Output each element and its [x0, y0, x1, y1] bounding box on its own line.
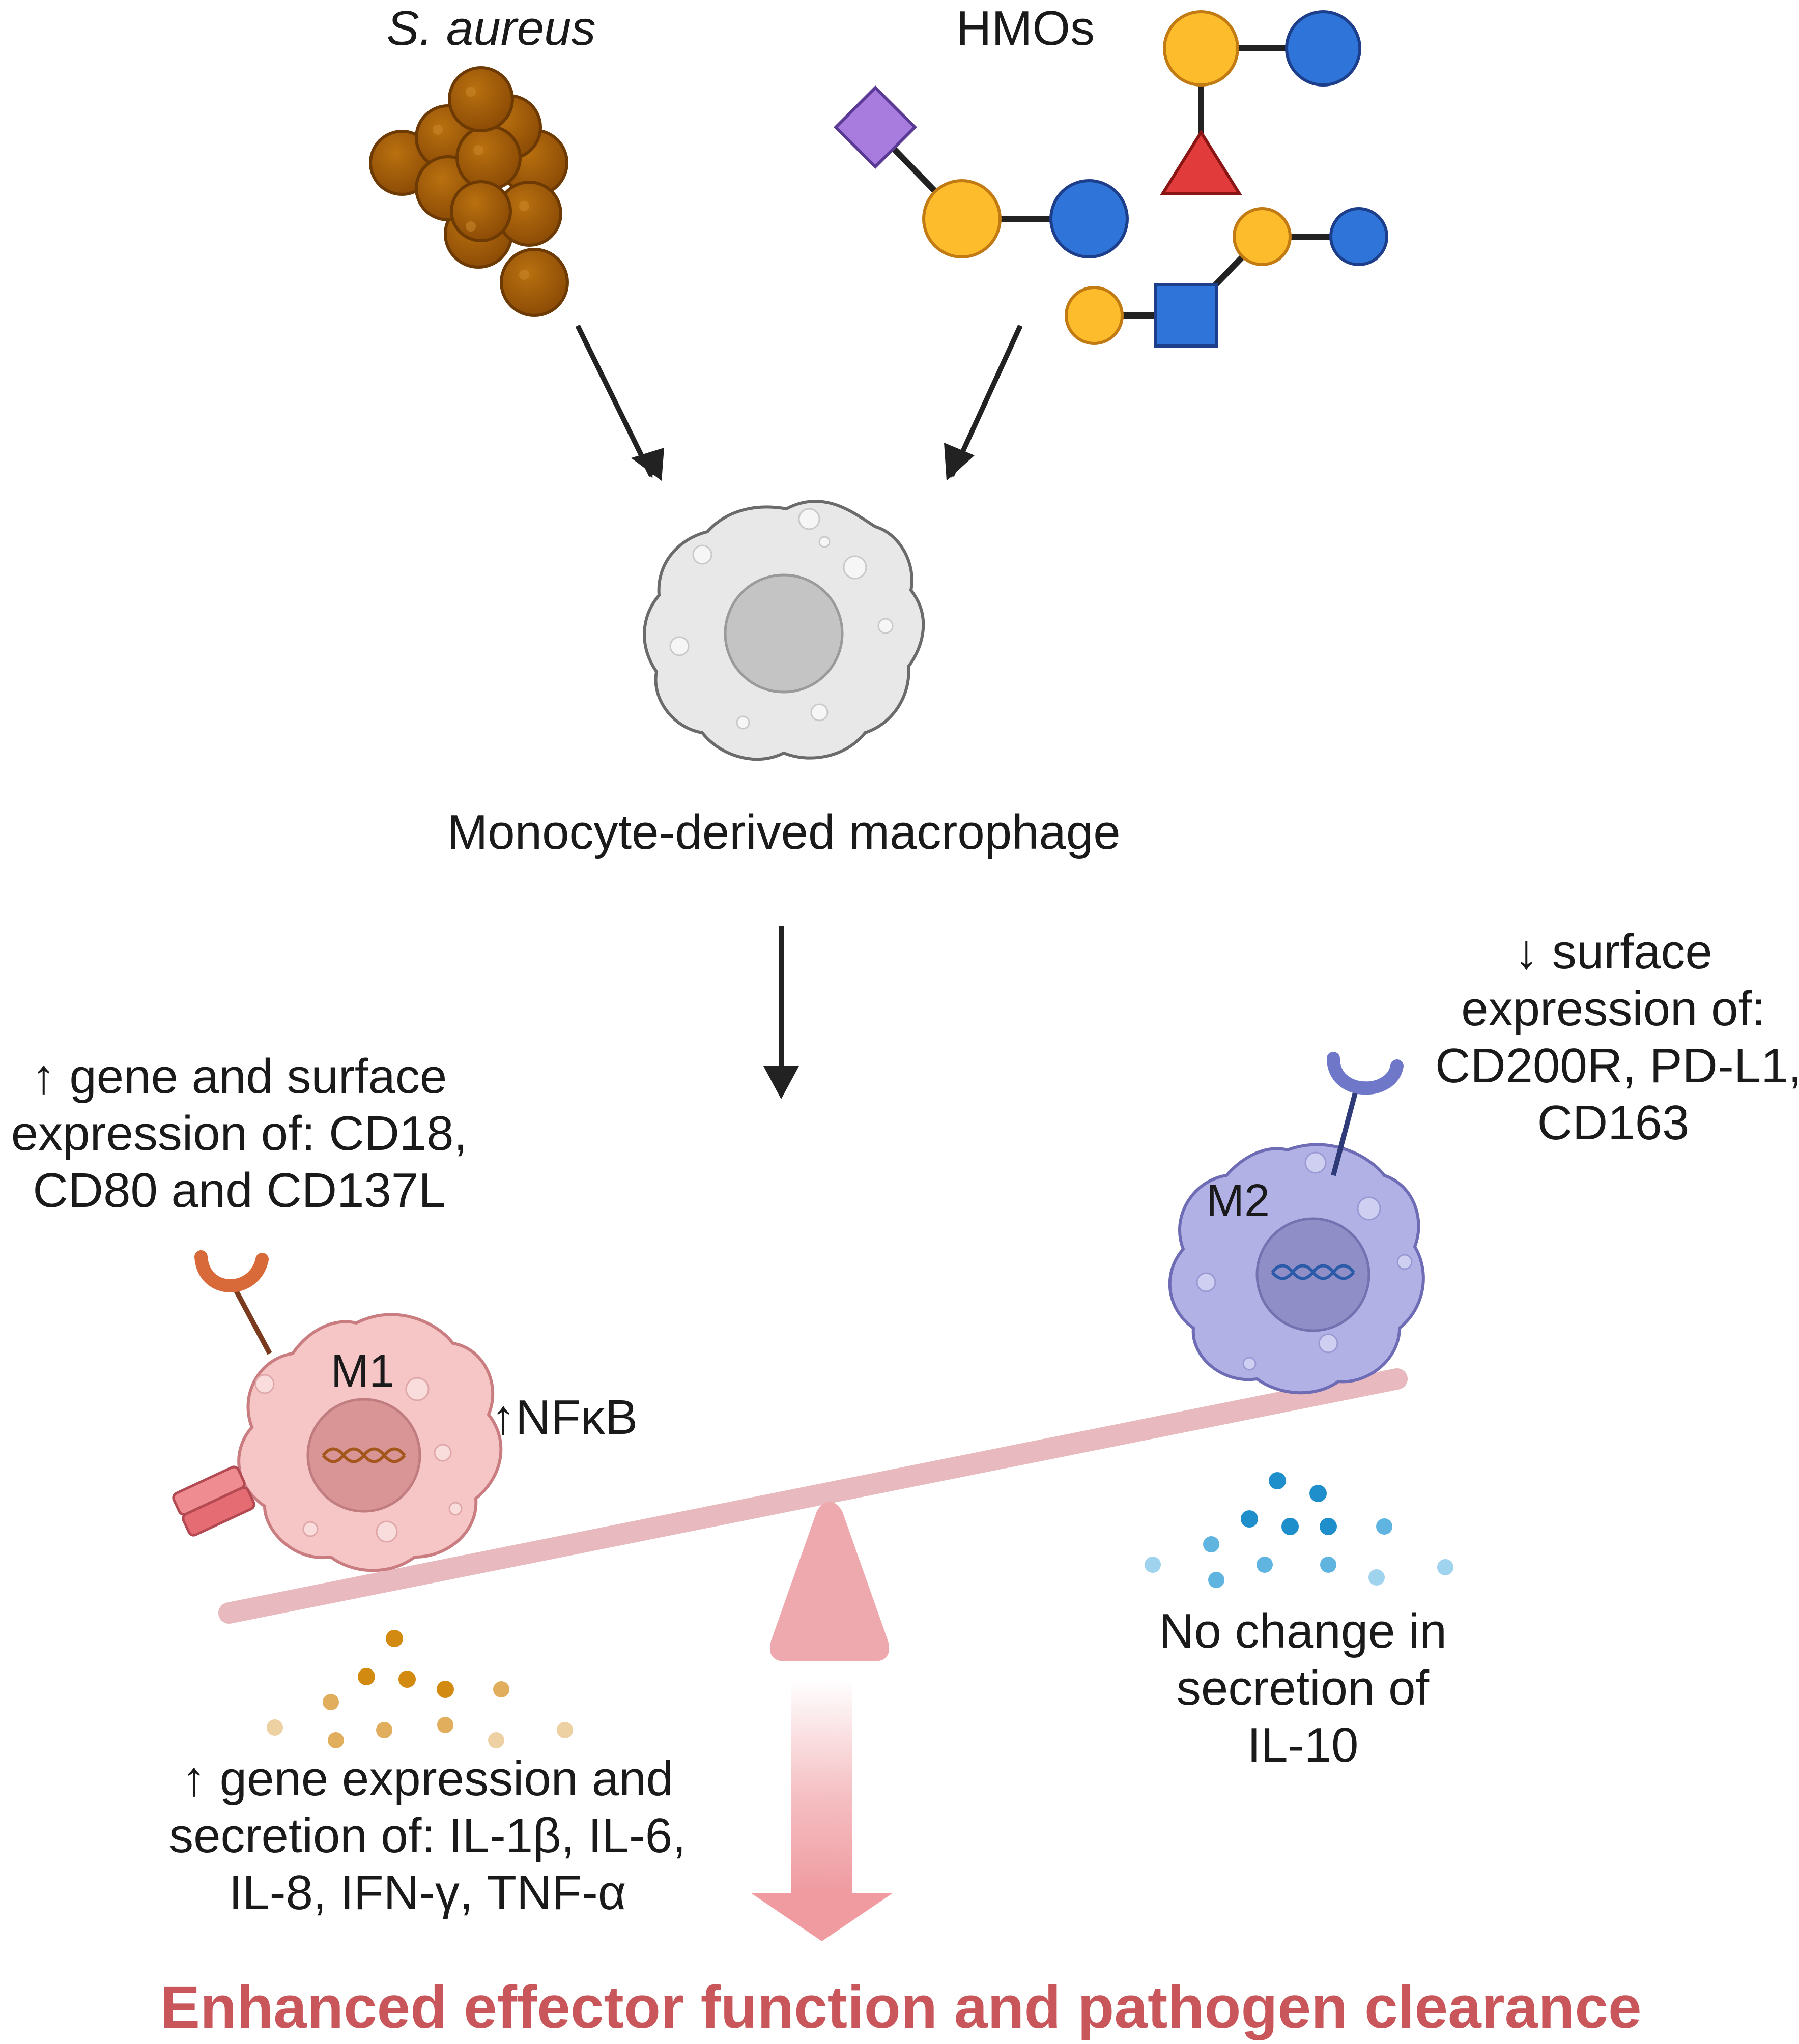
m1-secretion-text: ↑ gene expression and secretion of: IL-1… — [132, 1750, 723, 1921]
m1-surface-text: ↑ gene and surface expression of: CD18, … — [0, 1048, 478, 1219]
m2-tag: M2 — [1206, 1175, 1270, 1226]
glucose-circle — [1049, 179, 1129, 258]
dna-icon — [1271, 1264, 1355, 1280]
m1-surface-line: expression of: CD18, — [11, 1106, 468, 1161]
bacterium — [500, 248, 569, 317]
m2-surface-line: CD200R, PD-L1, — [1435, 1039, 1799, 1093]
m2-nucleus — [1255, 1217, 1370, 1332]
macrophage-label: Monocyte-derived macrophage — [447, 805, 1121, 859]
macrophage-nucleus — [724, 573, 844, 694]
m1-receptor-icon — [194, 1250, 269, 1292]
galactose-circle — [1233, 207, 1292, 266]
bacterium — [448, 66, 514, 132]
fucose-triangle — [1160, 129, 1242, 195]
m2-receptor-icon — [1327, 1052, 1404, 1095]
m1-surface-line: ↑ gene and surface — [31, 1049, 447, 1104]
m2-secretion-text: No change in secretion of IL-10 — [1120, 1603, 1486, 1774]
m1-macrophage — [172, 1250, 503, 1572]
m2-secretion-line: IL-10 — [1247, 1718, 1359, 1772]
m1-surface-line: CD80 and CD137L — [33, 1163, 446, 1218]
m2-surface-text: ↓ surface expression of: CD200R, PD-L1, … — [1435, 924, 1799, 1151]
s-aureus-cluster — [369, 66, 569, 317]
m1-secretion-line: secretion of: IL-1β, IL-6, — [169, 1808, 686, 1863]
outcome-arrow — [751, 1679, 893, 1941]
m2-macrophage — [1168, 1052, 1425, 1395]
outcome-title: Enhanced effector function and pathogen … — [160, 1974, 1642, 2041]
dna-icon — [322, 1447, 406, 1463]
glucose-circle — [1329, 207, 1388, 266]
hmo-label: HMOs — [956, 1, 1095, 55]
glcnac-square — [1154, 283, 1218, 348]
seesaw-fulcrum — [769, 1502, 890, 1661]
macrophage-cell — [643, 500, 925, 761]
bacteria-label: S. aureus — [386, 1, 596, 55]
hmo-monosaccharides — [833, 10, 1388, 348]
m1-cytokines — [267, 1630, 573, 1748]
seesaw-beam — [218, 1368, 1408, 1624]
m2-cytokines — [1145, 1472, 1453, 1588]
galactose-circle — [1163, 10, 1239, 87]
galactose-circle — [1065, 286, 1124, 345]
galactose-circle — [922, 179, 1002, 258]
m2-surface-line: CD163 — [1537, 1096, 1690, 1150]
m1-tag: M1 — [331, 1346, 395, 1397]
m2-secretion-line: secretion of — [1176, 1661, 1430, 1715]
bacterium — [450, 180, 512, 242]
arrow-bacteria-to-macrophage — [575, 324, 654, 478]
sialic-acid-diamond — [833, 85, 918, 169]
nfkb-label: ↑NFκB — [491, 1390, 638, 1445]
m1-secretion-line: ↑ gene expression and — [182, 1751, 673, 1806]
bacterium — [455, 125, 522, 191]
bacteria-highlights — [433, 87, 529, 280]
m2-surface-line: ↓ surface — [1514, 925, 1712, 979]
arrowhead-shapes — [631, 443, 975, 1099]
m1-secretion-line: IL-8, IFN-γ, TNF-α — [229, 1865, 626, 1920]
m2-surface-line: expression of: — [1461, 982, 1765, 1036]
m2-receptor-stalk — [1331, 1088, 1359, 1176]
m1-receptor-stalk — [229, 1281, 272, 1355]
m2-secretion-line: No change in — [1159, 1604, 1447, 1658]
m1-ion-channel-icon — [172, 1465, 255, 1537]
glucose-circle — [1285, 10, 1361, 87]
